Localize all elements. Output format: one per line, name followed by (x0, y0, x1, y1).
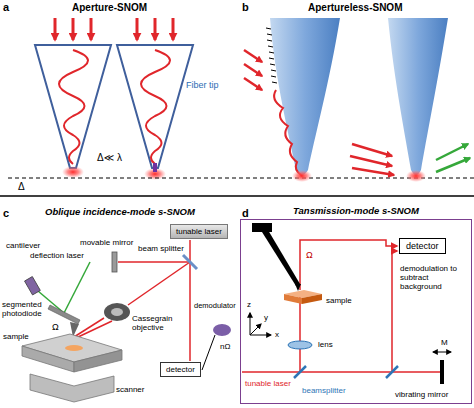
panel-letter: b (242, 1, 249, 14)
laser-box: tunable laser (170, 224, 228, 239)
panel-title: Apertureless-SNOM (308, 2, 402, 14)
panel-frame: Tansmission-mode s-SNOMdetector (240, 219, 472, 404)
part-name: Fiber tip (186, 80, 219, 90)
panel-title: Tansmission-mode s-SNOM (241, 206, 471, 217)
part-name: beamsplitter (302, 386, 346, 395)
panel-letter: a (3, 1, 9, 14)
signal-name: Ω (52, 322, 59, 332)
axis-name: x (275, 330, 279, 339)
box-label: detector (166, 365, 195, 374)
dimension: Δ≪ λ (97, 152, 122, 164)
dimension: Δ (18, 181, 25, 193)
part-name: demodulator (194, 302, 236, 311)
axis-name: z (247, 300, 251, 309)
part-name: beam splitter (138, 244, 184, 253)
note: demodulation to subtract background (400, 264, 468, 292)
part-name: tunable laser (245, 379, 291, 388)
signal-name: nΩ (220, 342, 230, 351)
part-name: segmented photodiode (2, 300, 48, 318)
part-name: movable mirror (80, 238, 133, 247)
part-name: M (441, 338, 448, 347)
axis-name: y (264, 313, 268, 322)
part-name: Cassegrain objective (132, 314, 186, 332)
part-name: cantilever (6, 241, 40, 250)
panel-letter: d (242, 207, 249, 220)
part-name: sample (326, 296, 352, 305)
box-label: tunable laser (176, 227, 222, 236)
panel-letter: c (3, 207, 9, 220)
part-name: deflection laser (30, 251, 84, 260)
part-name: scanner (116, 385, 144, 394)
box-label: detector (406, 241, 439, 251)
part-name: sample (3, 332, 29, 341)
part-name: lens (318, 340, 333, 349)
panel-title: Oblique incidence-mode s-SNOM (45, 207, 195, 218)
detector-box: detector (160, 362, 201, 377)
panel-title: Aperture-SNOM (72, 2, 147, 14)
signal-name: Ω (306, 250, 313, 260)
part-name: vibrating mirror (395, 390, 448, 399)
detector-box: detector (399, 238, 446, 254)
